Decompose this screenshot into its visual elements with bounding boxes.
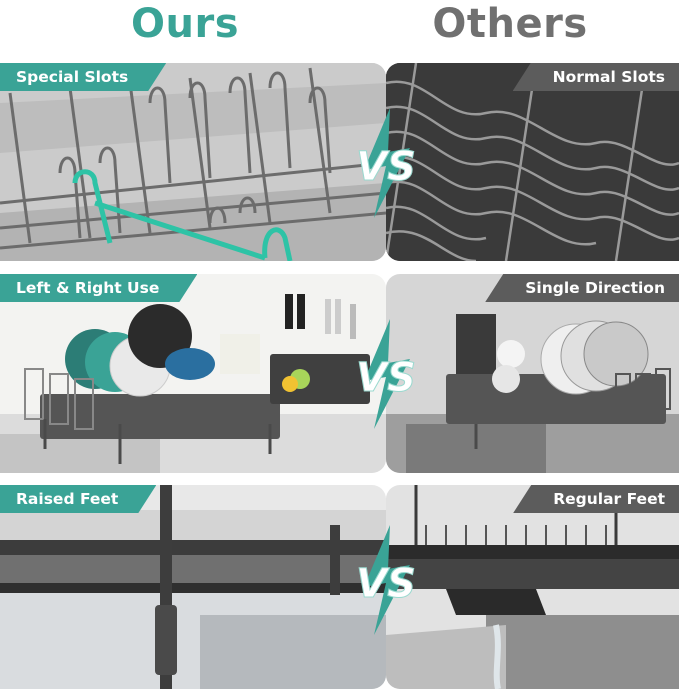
vs-text: VS [356, 355, 416, 401]
others-heading: Others [432, 1, 588, 47]
ours-heading: Ours [130, 1, 239, 47]
regular-feet-label: Regular Feet [513, 485, 679, 513]
special-slots-photo: Special Slots [0, 63, 386, 261]
comparison-row-use: Left & Right Use Single Direction VS [0, 274, 679, 473]
raised-feet-label: Raised Feet [0, 485, 156, 513]
vs-text: VS [356, 144, 416, 190]
comparison-row-slots: Special Slots Normal Slots VS [0, 63, 679, 261]
regular-feet-photo: Regular Feet [386, 485, 679, 689]
vs-badge: VS [356, 319, 416, 429]
left-right-use-photo: Left & Right Use [0, 274, 386, 473]
raised-feet-photo: Raised Feet [0, 485, 386, 689]
lightning-icon [364, 319, 410, 429]
vs-badge: VS [356, 108, 416, 218]
vs-badge: VS [356, 525, 416, 635]
single-direction-label: Single Direction [485, 274, 679, 302]
normal-slots-photo: Normal Slots [386, 63, 679, 261]
vs-text: VS [356, 561, 416, 607]
special-slots-label: Special Slots [0, 63, 166, 91]
comparison-row-feet: Raised Feet Regular Feet VS [0, 485, 679, 689]
lightning-icon [364, 525, 410, 635]
normal-slots-label: Normal Slots [512, 63, 679, 91]
left-right-use-label: Left & Right Use [0, 274, 197, 302]
single-direction-photo: Single Direction [386, 274, 679, 473]
lightning-icon [364, 108, 410, 218]
